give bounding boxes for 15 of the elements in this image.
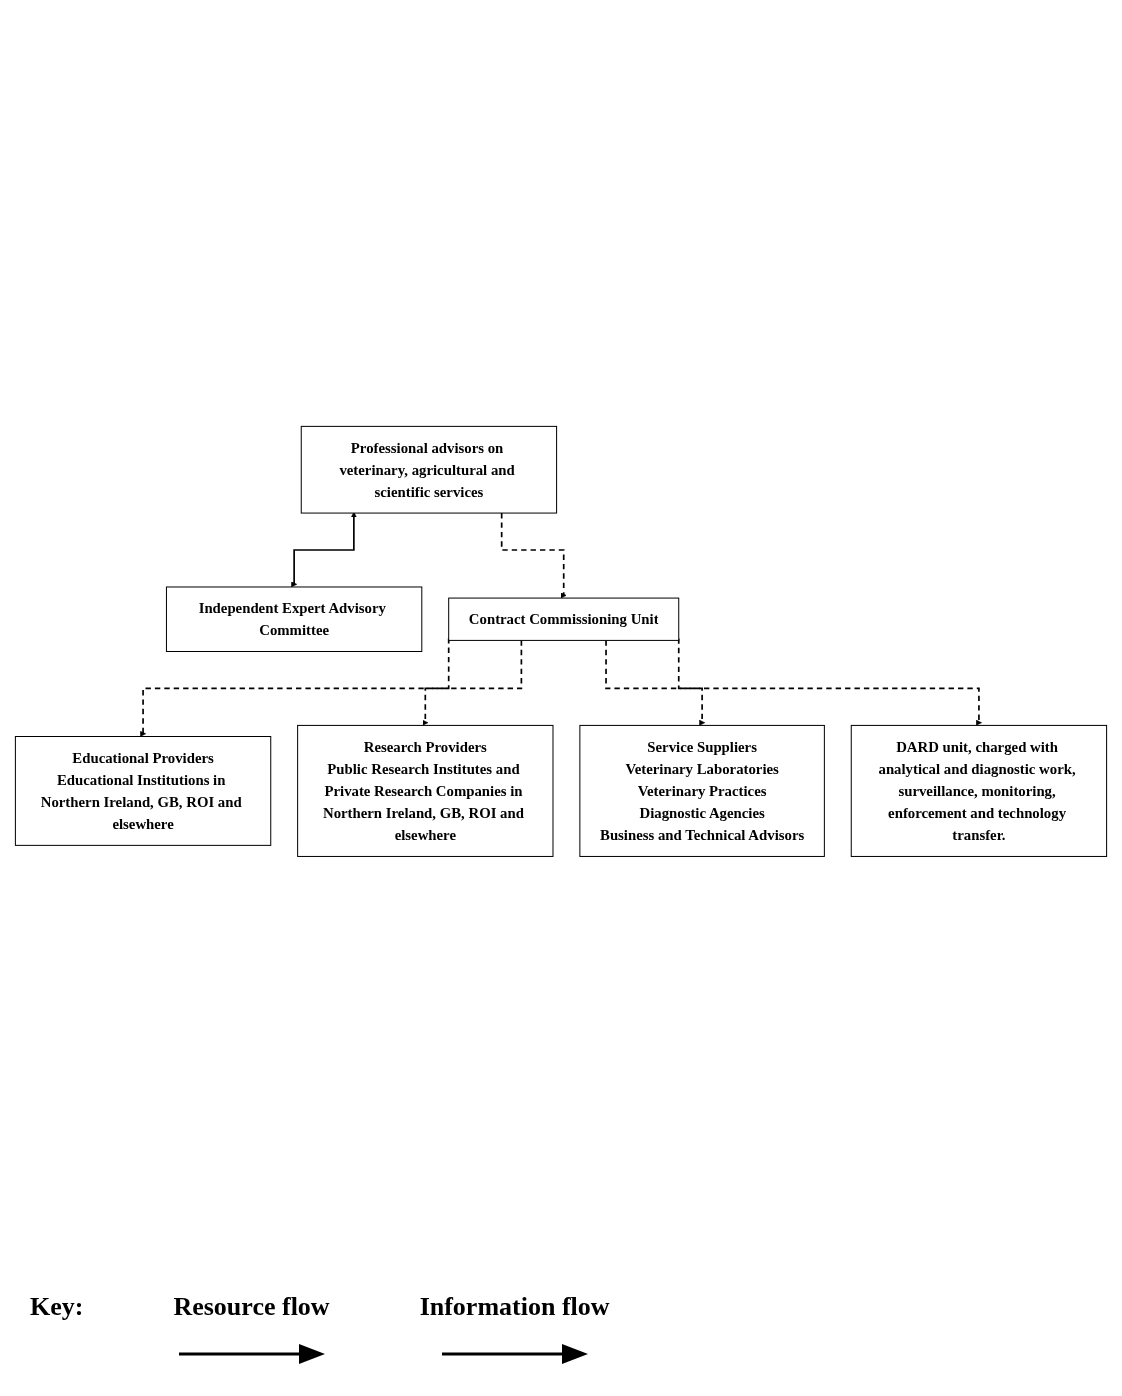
node-box: Professional advisors on veterinary, agricultural and scientific services <box>300 425 558 514</box>
arrow <box>677 637 982 726</box>
node-box: Contract Commissioning Unit <box>448 597 680 641</box>
node-box: Research Providers Public Research Institutes and Private Research Companies in Northern Ireland, GB, ROI and elsewhere <box>297 724 554 857</box>
arrow <box>291 511 357 587</box>
arrow <box>500 511 567 598</box>
node-box: Service Suppliers Veterinary Laboratories Veterinary Practices Diagnostic Agencies Business and Technical Advisors <box>579 724 825 857</box>
arrow <box>605 639 706 726</box>
legend-label: Resource flow <box>173 1292 330 1322</box>
legend-label: Information flow <box>419 1292 610 1322</box>
node-box: Educational Providers Educational Institutions in Northern Ireland, GB, ROI and elsewhere <box>14 735 272 846</box>
node-box: Independent Expert Advisory Committee <box>165 586 423 652</box>
node-box: DARD unit, charged with analytical and diagnostic work, surveillance, monitoring, enforcement and technology transfer. <box>850 724 1108 857</box>
arrow <box>422 639 523 726</box>
key-heading: Key: <box>30 1292 84 1322</box>
